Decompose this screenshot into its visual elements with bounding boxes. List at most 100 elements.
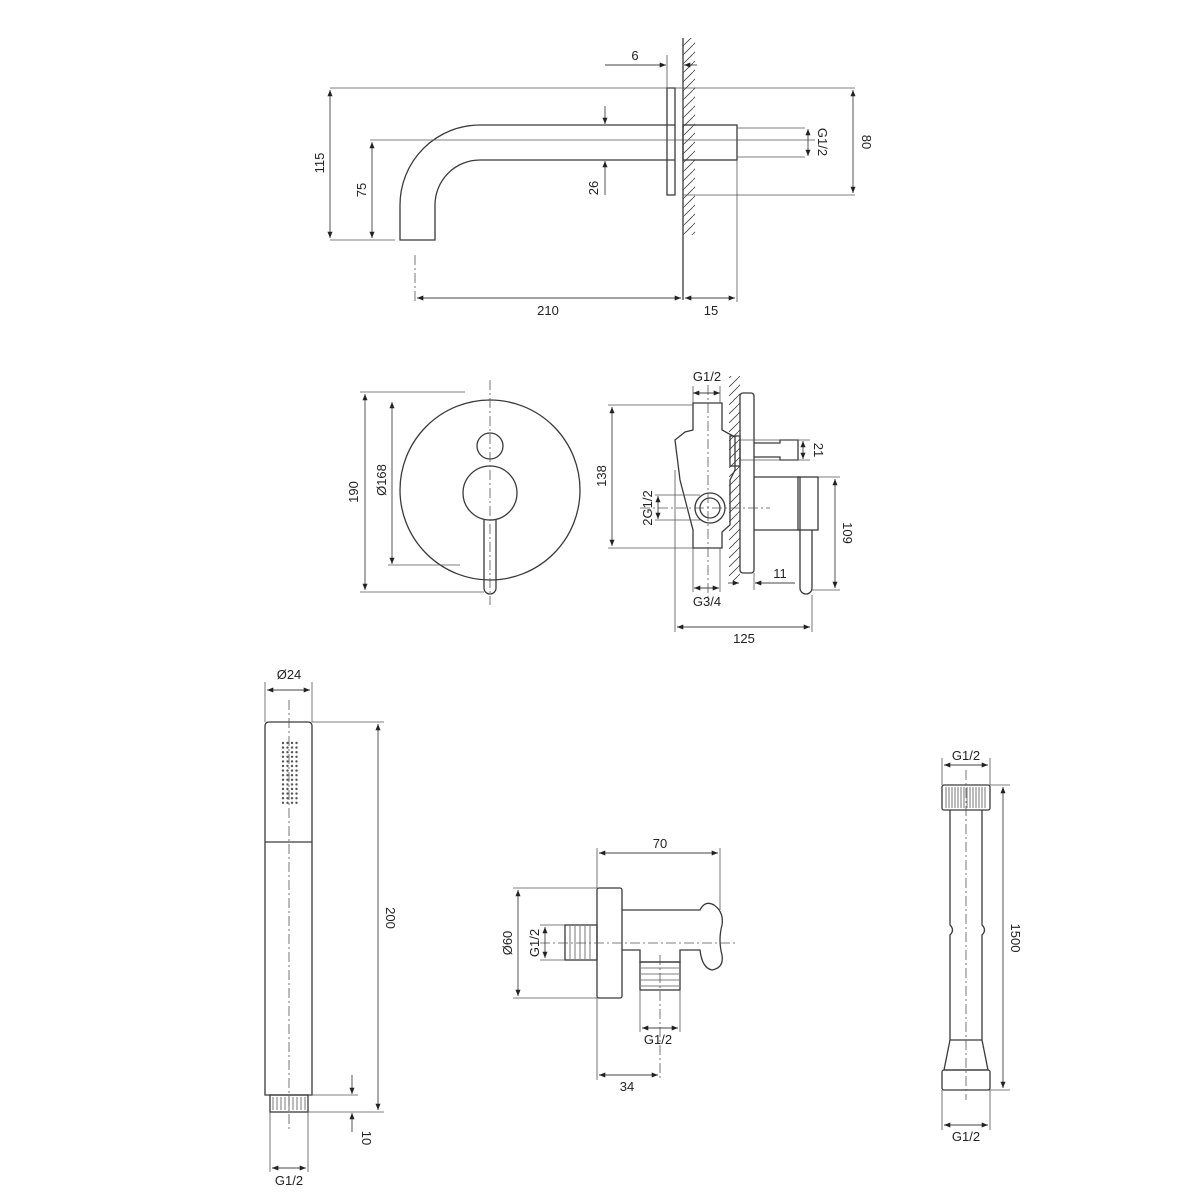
- dim-shower-diameter: Ø24: [277, 667, 302, 682]
- nozzle-dot: [295, 801, 298, 804]
- nozzle-dot: [295, 741, 298, 745]
- nozzle-dot: [281, 769, 285, 772]
- diverter-stem: [754, 439, 799, 461]
- nozzle-dot: [295, 769, 298, 772]
- nozzle-dot: [281, 792, 285, 795]
- nozzle-dot: [286, 797, 289, 800]
- mixer-front-view: 190 Ø168: [346, 380, 581, 605]
- nozzle-dot: [286, 787, 289, 791]
- nozzle-dot: [286, 769, 289, 772]
- nozzle-dot: [281, 787, 285, 791]
- dim-front-height: 190: [346, 481, 361, 503]
- dim-side-thread: 2G1/2: [640, 490, 655, 525]
- wall-hatch: [683, 38, 695, 235]
- dim-outlet-plate-diameter: Ø60: [500, 931, 515, 956]
- nozzle-dot: [295, 755, 298, 758]
- dim-top-thread: G1/2: [693, 369, 721, 384]
- dim-plate-height: 80: [859, 135, 874, 149]
- nozzle-dot: [290, 801, 294, 804]
- nozzle-dot: [281, 746, 285, 749]
- nozzle-dot: [295, 792, 298, 795]
- dim-spout-axis: 75: [354, 183, 369, 197]
- nozzle-dot: [286, 801, 289, 804]
- dim-inlet-thread: G1/2: [527, 929, 542, 957]
- nozzle-dot: [286, 783, 289, 786]
- nozzle-dot: [290, 741, 294, 745]
- dim-hose-top-thread: G1/2: [952, 748, 980, 763]
- nozzle-dot: [290, 783, 294, 786]
- nozzle-dot: [290, 787, 294, 791]
- dim-outlet-thread: G1/2: [644, 1032, 672, 1047]
- nozzle-dot: [286, 792, 289, 795]
- nozzle-dot: [281, 783, 285, 786]
- hand-shower-view: Ø24 200 10 G1/2: [264, 667, 398, 1188]
- nozzle-dot: [290, 769, 294, 772]
- escutcheon-plate: [666, 87, 676, 196]
- nozzle-dot: [290, 774, 294, 777]
- dim-shower-length: 200: [383, 907, 398, 929]
- nozzle-dot: [281, 760, 285, 763]
- nozzle-dot: [286, 741, 289, 745]
- nozzle-dot: [290, 746, 294, 749]
- hand-shower-body: [264, 721, 313, 1096]
- outlet-body-holder: [622, 902, 723, 971]
- nozzle-dot: [295, 783, 298, 786]
- dim-stem-diameter: 21: [811, 443, 826, 457]
- dim-plate-diameter: Ø168: [374, 464, 389, 496]
- dim-hose-length: 1500: [1008, 924, 1023, 953]
- nozzle-dot: [286, 755, 289, 758]
- nozzle-dot: [286, 774, 289, 777]
- mixer-plate: [739, 392, 755, 574]
- inlet-thread: [564, 924, 598, 961]
- nozzle-dot: [295, 774, 298, 777]
- nozzle-dot: [290, 778, 294, 781]
- side-lever: [799, 530, 813, 595]
- spout-connector: [682, 124, 738, 161]
- nozzle-dot: [281, 778, 285, 781]
- dim-connector-length: 15: [704, 303, 718, 318]
- hose-view: G1/2 1500 G1/2: [941, 748, 1023, 1144]
- dim-spout-projection: 210: [537, 303, 559, 318]
- nozzle-dot: [290, 764, 294, 768]
- nozzle-dot: [290, 755, 294, 758]
- cartridge-housing: [754, 476, 801, 531]
- mixer-side-view: G1/2 138 21 2G1/2 109 11 G3/4 125: [594, 369, 855, 646]
- nozzle-dot: [295, 751, 298, 754]
- dim-wall-gap: 6: [631, 48, 638, 63]
- dim-thread-length: 10: [359, 1131, 374, 1145]
- mixer-body: [674, 402, 736, 549]
- nozzle-dot: [281, 774, 285, 777]
- dim-overall-depth: 125: [733, 631, 755, 646]
- nozzle-dot: [286, 760, 289, 763]
- nozzle-dot: [295, 787, 298, 791]
- nozzle-dot: [290, 792, 294, 795]
- nozzle-dot: [281, 741, 285, 745]
- spray-nozzles: [281, 741, 298, 804]
- nozzle-dot: [281, 755, 285, 758]
- nozzle-dot: [295, 764, 298, 768]
- spout-view: 115 75 26 G1/2 80 6 210 15: [312, 38, 874, 318]
- dim-plate-gap: 11: [773, 566, 787, 581]
- dim-outlet-offset: 34: [620, 1079, 634, 1094]
- dim-handle-height: 109: [840, 522, 855, 544]
- nozzle-dot: [290, 797, 294, 800]
- nozzle-dot: [281, 751, 285, 754]
- wall-hatch: [729, 376, 740, 581]
- nozzle-dot: [290, 760, 294, 763]
- wall-outlet-view: 70 Ø60 G1/2 G1/2 34: [500, 836, 735, 1094]
- dim-bottom-thread: G3/4: [693, 594, 721, 609]
- nozzle-dot: [286, 764, 289, 768]
- dim-spout-thread: G1/2: [815, 128, 830, 156]
- nozzle-dot: [286, 746, 289, 749]
- dim-tube-diameter: 26: [586, 181, 601, 195]
- nozzle-dot: [295, 760, 298, 763]
- nozzle-dot: [290, 751, 294, 754]
- mixer-lever: [483, 520, 497, 595]
- nozzle-dot: [281, 797, 285, 800]
- nozzle-dot: [281, 801, 285, 804]
- nozzle-dot: [286, 778, 289, 781]
- spout-tube: [399, 124, 675, 241]
- nozzle-dot: [295, 778, 298, 781]
- nozzle-dot: [295, 797, 298, 800]
